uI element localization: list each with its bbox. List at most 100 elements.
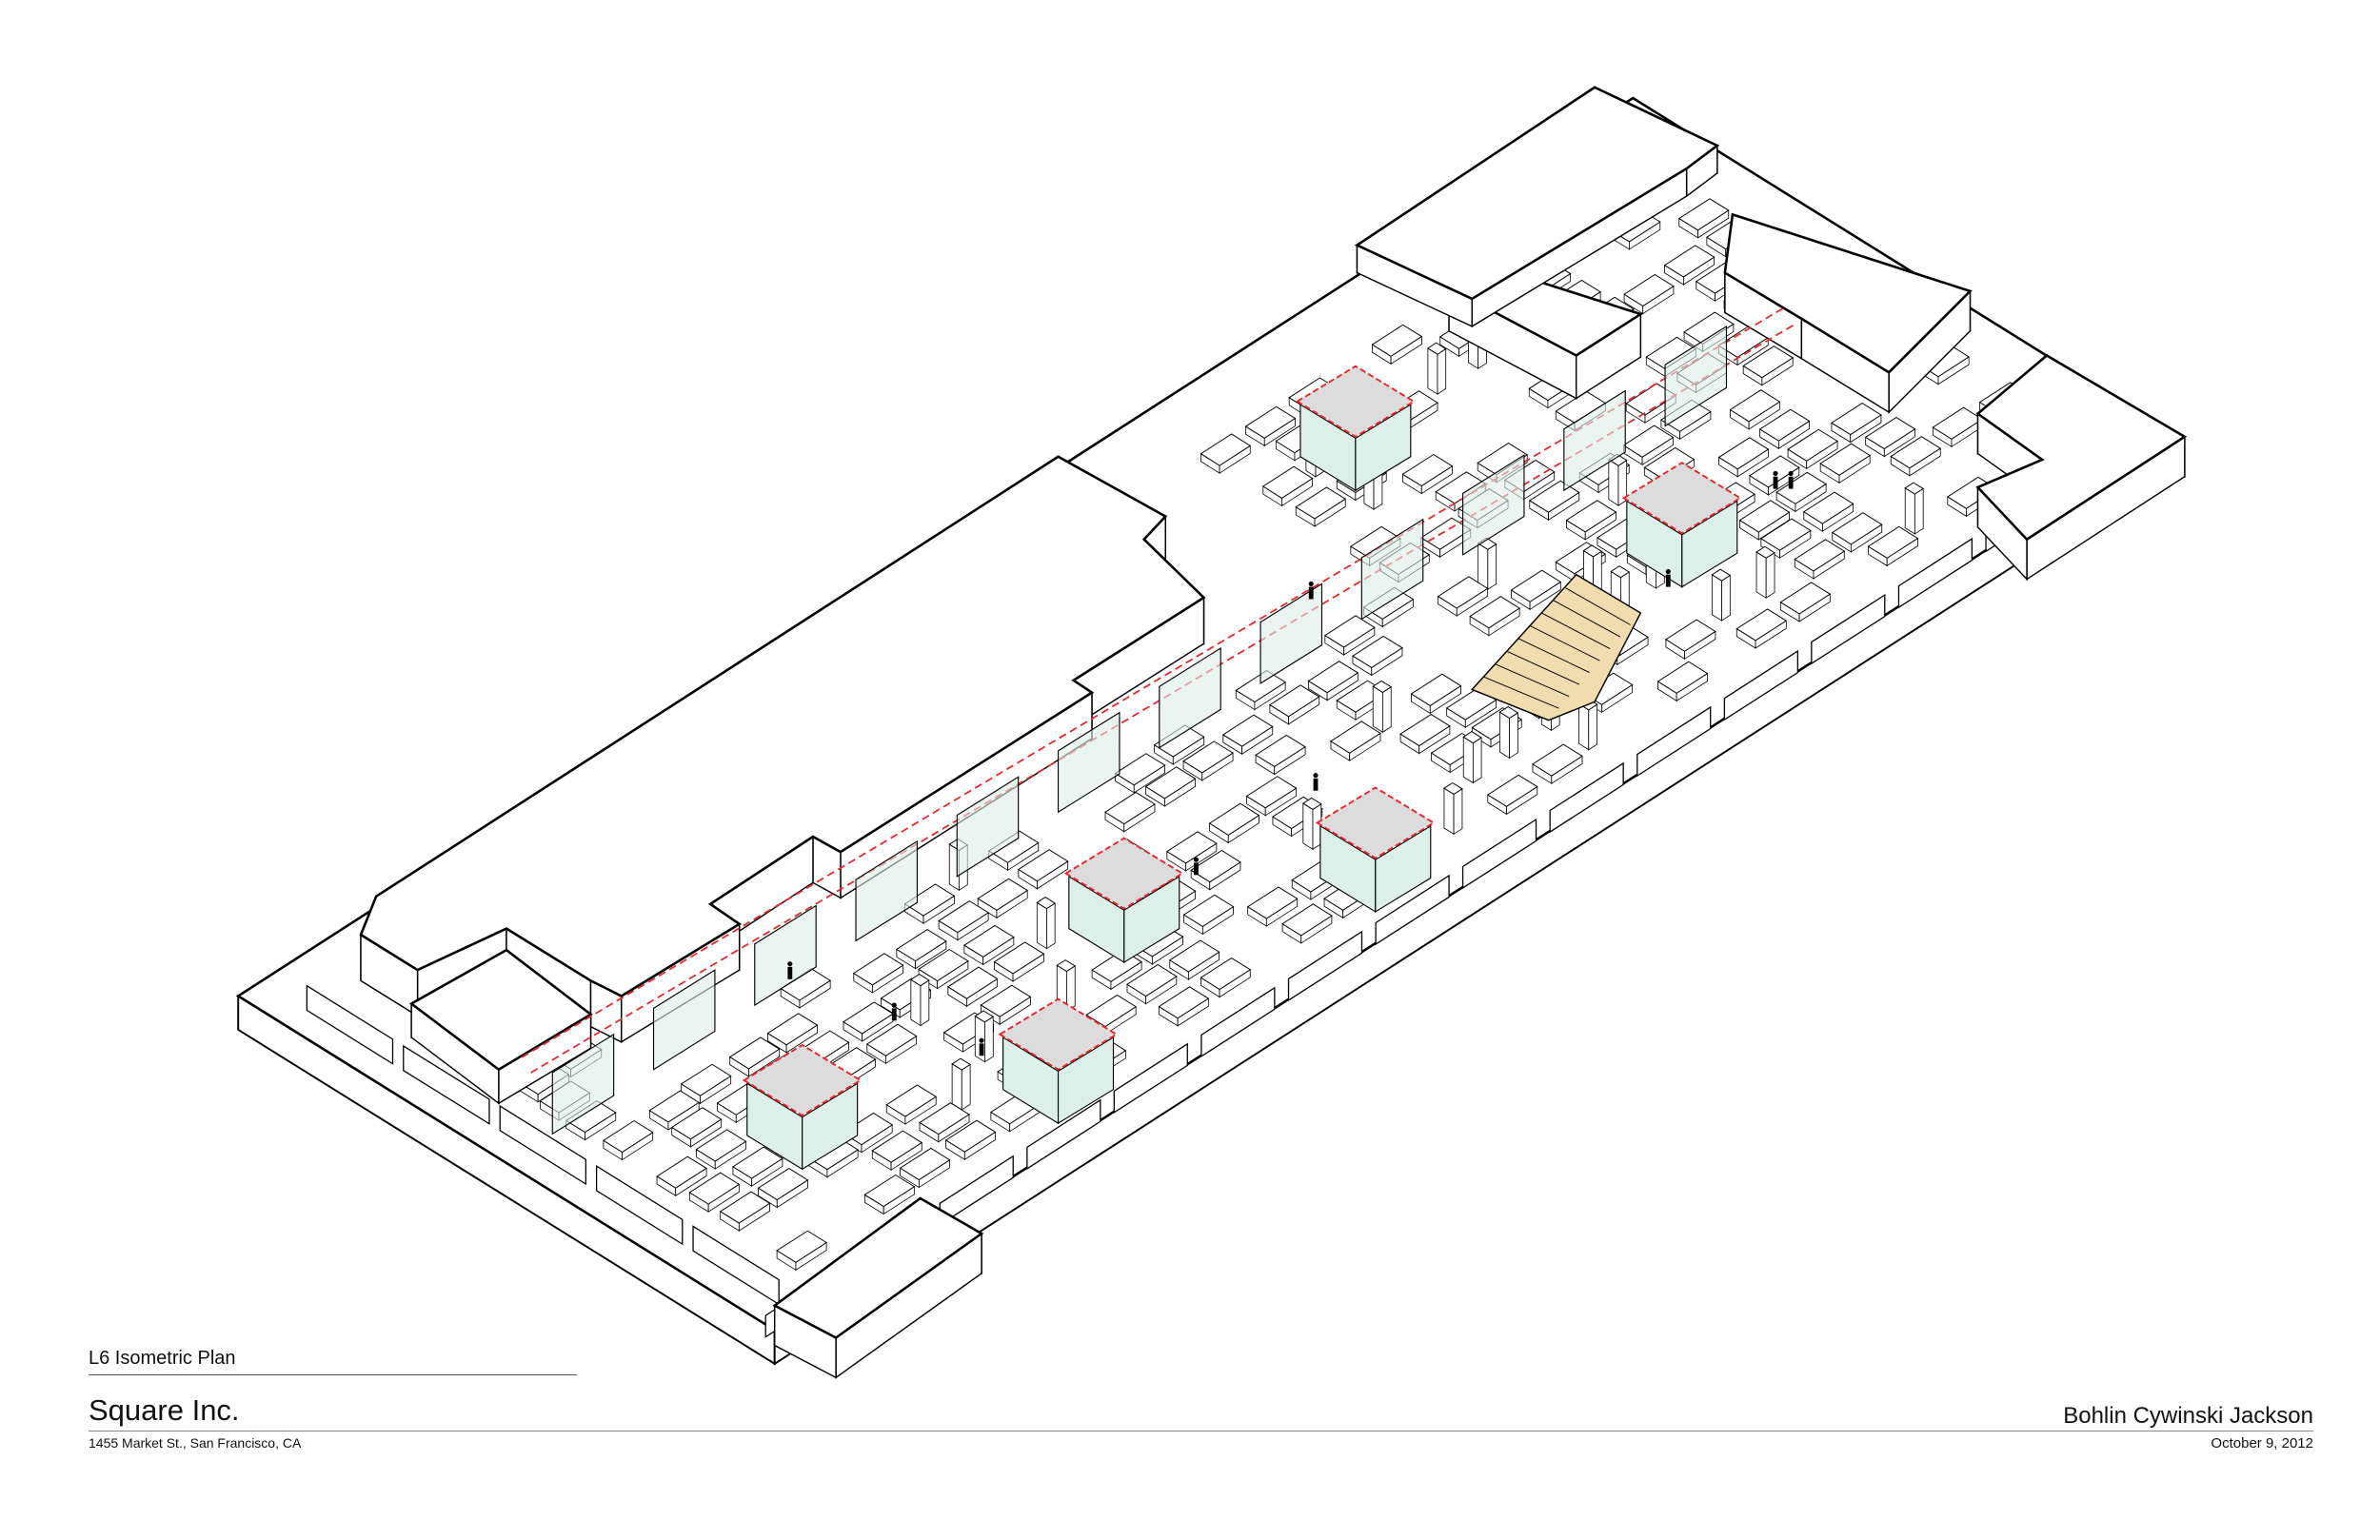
facade-panel (1811, 593, 1886, 665)
facade-panel (1549, 761, 1624, 834)
desk (757, 1168, 809, 1209)
glass-meeting-room (1462, 454, 1525, 556)
people-figures (787, 470, 1794, 1056)
desk-top (977, 878, 1029, 911)
desk-top (1165, 831, 1218, 864)
column-side (1462, 736, 1474, 784)
desk-top (1244, 405, 1297, 439)
desk-top (1664, 619, 1716, 652)
desk-top (1469, 596, 1521, 629)
bottom-core-block-roof (408, 948, 593, 1072)
desk (1246, 886, 1299, 927)
column (1426, 342, 1447, 395)
person-body (1773, 476, 1778, 489)
desk (1158, 986, 1210, 1027)
column (909, 974, 930, 1027)
column-side (1498, 711, 1510, 760)
glass-meeting-room (1057, 711, 1121, 814)
column-top (1426, 342, 1447, 355)
desk-top (946, 966, 999, 999)
desk (1352, 635, 1403, 677)
column-top (1582, 544, 1603, 558)
desk-top (1410, 673, 1462, 706)
desk (1742, 346, 1795, 386)
facade-panel (1200, 986, 1276, 1058)
person-body (1308, 586, 1314, 600)
column-side (1765, 551, 1775, 599)
person-body (1665, 574, 1671, 587)
back-wall-block-roof (1354, 86, 1720, 301)
desk-top (1235, 669, 1287, 703)
desk (1235, 669, 1287, 711)
column-side (1578, 702, 1590, 751)
person-figure (1773, 470, 1778, 489)
column-side (1509, 712, 1518, 760)
desk-top (1510, 569, 1562, 602)
column-side (984, 1016, 994, 1063)
desk (719, 1191, 771, 1232)
desk (1445, 687, 1497, 728)
desk-top (1437, 576, 1489, 609)
desk (865, 1023, 918, 1065)
pod-glass-wall (1375, 824, 1432, 913)
desk-top (1158, 986, 1210, 1019)
desk-top (944, 1119, 997, 1153)
desk (695, 1129, 747, 1170)
column-side (1711, 574, 1722, 622)
desk (843, 1001, 894, 1042)
desk (1787, 428, 1838, 470)
column (1372, 680, 1393, 733)
desk (656, 1155, 707, 1196)
desk (1245, 776, 1298, 817)
desk (1802, 491, 1854, 532)
facade-panel (1723, 649, 1798, 721)
desk-top (1623, 273, 1675, 307)
person-body (891, 1008, 897, 1021)
desk (1114, 753, 1166, 794)
column-side (1472, 737, 1482, 784)
desk-top (1794, 539, 1846, 572)
facade-panel (1287, 930, 1363, 1002)
desk-top (602, 1119, 654, 1154)
desk (1255, 734, 1306, 776)
desk-top (1307, 661, 1359, 694)
column-top (1443, 781, 1463, 796)
desk-top (732, 1146, 783, 1179)
desk (1779, 582, 1832, 622)
desk (688, 1172, 741, 1213)
desk-top (1759, 518, 1812, 551)
desk-top (1017, 849, 1069, 882)
column-top (1498, 705, 1519, 720)
person-body (1788, 476, 1794, 489)
desk (1738, 500, 1791, 541)
stair-tread (1564, 586, 1631, 625)
person-figure (891, 1002, 897, 1021)
desk-top (1864, 416, 1916, 450)
desk-top (719, 1191, 771, 1224)
desk-top (1831, 403, 1882, 436)
desk (863, 1174, 916, 1215)
desk (1717, 437, 1770, 478)
desk (1623, 273, 1675, 315)
upper-right-core-block (1723, 212, 1973, 414)
desk-top (1742, 346, 1795, 379)
person-head (1665, 568, 1671, 575)
column (1036, 897, 1057, 950)
column (1301, 797, 1322, 850)
desk-top (885, 1084, 938, 1117)
desk (903, 883, 956, 924)
pod-glass-wall (802, 1082, 859, 1171)
person-figure (1193, 857, 1200, 876)
column-side (1608, 459, 1619, 506)
glass-meeting-room (855, 839, 918, 942)
client-name: Square Inc. (89, 1393, 240, 1427)
project-address: 1455 Market St., San Francisco, CA (89, 1435, 302, 1451)
right-core-block-roof (1975, 353, 2188, 542)
person-figure (1313, 773, 1319, 791)
glass-meeting-room (754, 904, 817, 1007)
desk (987, 830, 1040, 872)
stair-tread (1495, 663, 1570, 698)
desk (1268, 684, 1320, 725)
drawing-title: L6 Isometric Plan (89, 1348, 236, 1369)
